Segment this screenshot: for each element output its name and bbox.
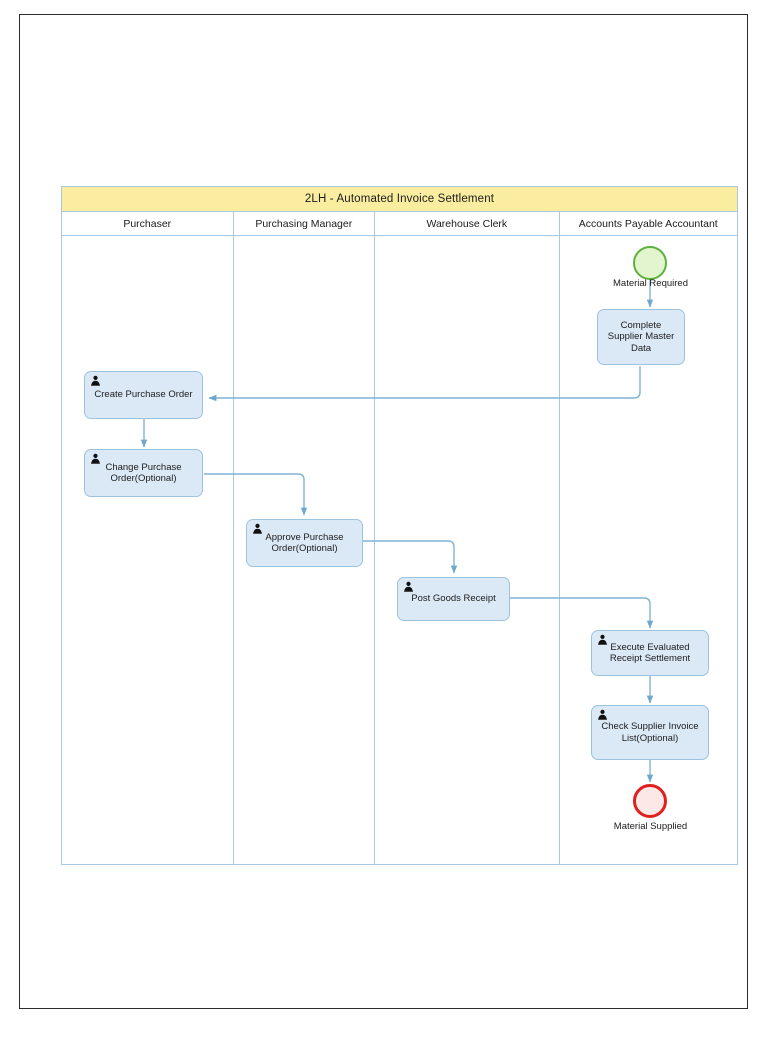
person-icon [90,375,101,386]
task-execute-evaluated-receipt-settlement[interactable]: Execute Evaluated Receipt Settlement [591,630,709,676]
lane-header-accounts-payable-accountant: Accounts Payable Accountant [578,217,718,230]
person-icon [90,453,101,464]
lane-header-purchaser: Purchaser [62,212,234,235]
task-label-approve-purchase-order: Approve Purchase Order(Optional) [265,531,344,555]
task-approve-purchase-order[interactable]: Approve Purchase Order(Optional) [246,519,363,567]
lane-header-row: Purchaser Purchasing Manager Warehouse C… [62,212,737,236]
task-create-purchase-order[interactable]: Create Purchase Order [84,371,203,419]
person-icon [403,581,414,592]
process-pool: 2LH - Automated Invoice Settlement Purch… [61,186,738,865]
lane-body-purchaser [62,236,234,864]
person-icon [597,634,608,645]
task-check-supplier-invoice-list[interactable]: Check Supplier Invoice List(Optional) [591,705,709,760]
task-label-create-purchase-order: Create Purchase Order [94,389,193,401]
pool-title: 2LH - Automated Invoice Settlement [62,187,737,212]
start-event-material-required[interactable] [633,246,667,280]
lane-header-warehouse-clerk: Warehouse Clerk [375,212,560,235]
task-label-post-goods-receipt: Post Goods Receipt [411,593,496,605]
end-event-label: Material Supplied [613,821,688,832]
lane-header-purchasing-manager: Purchasing Manager [234,212,376,235]
task-label-complete-supplier-master-data: Complete Supplier Master Data [607,319,675,354]
task-label-execute-evaluated-receipt-settlement: Execute Evaluated Receipt Settlement [609,641,691,665]
page-sheet: 2LH - Automated Invoice Settlement Purch… [19,14,748,1009]
start-event-label: Material Required [613,278,688,289]
task-change-purchase-order[interactable]: Change Purchase Order(Optional) [84,449,203,497]
task-label-change-purchase-order: Change Purchase Order(Optional) [105,461,182,485]
task-label-check-supplier-invoice-list: Check Supplier Invoice List(Optional) [601,721,699,744]
lane-body-warehouse-clerk [375,236,560,864]
person-icon [597,709,608,720]
person-icon [252,523,263,534]
task-complete-supplier-master-data[interactable]: Complete Supplier Master Data [597,309,685,365]
end-event-material-supplied[interactable] [633,784,667,818]
task-post-goods-receipt[interactable]: Post Goods Receipt [397,577,510,621]
